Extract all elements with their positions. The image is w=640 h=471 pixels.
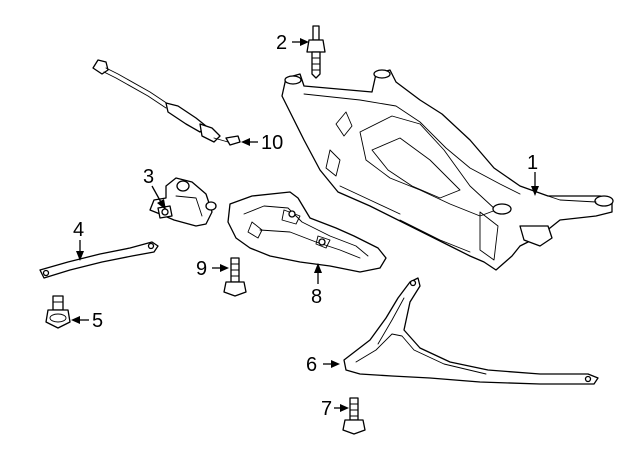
callout-3-label: 3: [143, 166, 154, 188]
callout-9-label: 9: [196, 258, 207, 280]
callout-2-label: 2: [276, 32, 287, 54]
callout-4-label: 4: [73, 219, 84, 241]
callout-7-label: 7: [321, 398, 332, 420]
callout-8-label: 8: [311, 286, 322, 308]
part-10-cable: [92, 59, 241, 146]
callout-6-label: 6: [306, 354, 317, 376]
part-6-brace: [343, 277, 599, 385]
callout-10-label: 10: [261, 132, 283, 154]
part-8-shield: [227, 191, 387, 273]
part-3-bracket: [149, 177, 217, 227]
part-5-bolt: [45, 295, 71, 329]
part-7-bolt: [342, 397, 366, 435]
part-2-stud: [306, 25, 326, 79]
part-9-bolt: [223, 257, 247, 297]
callout-1-label: 1: [527, 152, 538, 174]
part-4-strap: [39, 241, 159, 279]
part-1-subframe: [281, 69, 614, 271]
callout-5-label: 5: [92, 310, 103, 332]
callout-leaders: [71, 38, 539, 412]
